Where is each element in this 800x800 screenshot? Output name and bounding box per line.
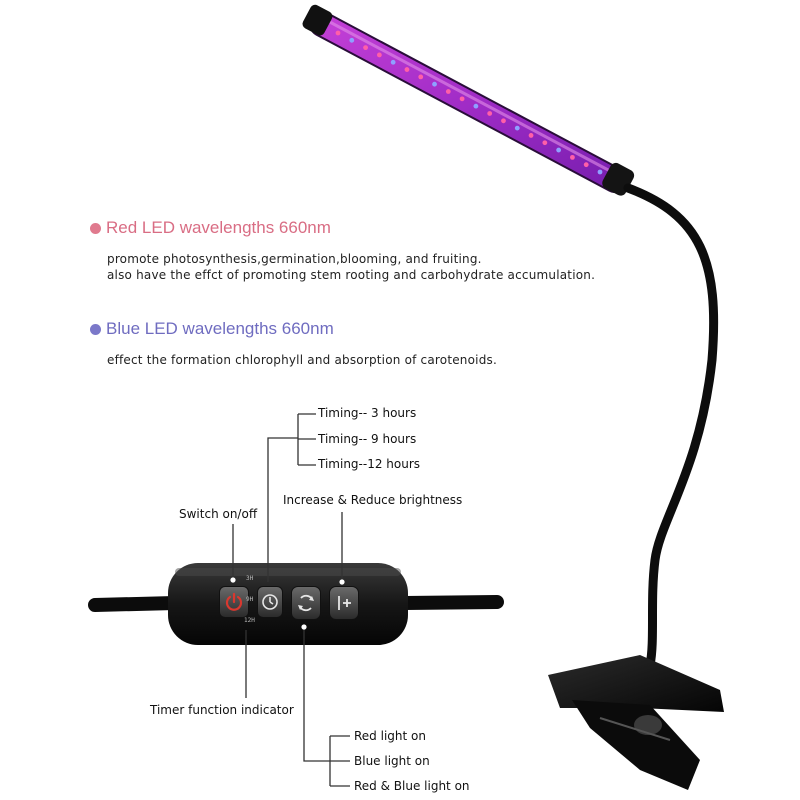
brightness-label: Increase & Reduce brightness bbox=[283, 493, 463, 507]
led-dot bbox=[404, 67, 410, 72]
mode-button[interactable] bbox=[291, 586, 321, 620]
led-dot bbox=[570, 154, 575, 160]
timer-indicator-label: Timer function indicator bbox=[150, 703, 294, 717]
led-dot bbox=[514, 125, 520, 131]
brightness-plus-minus-icon bbox=[338, 596, 351, 610]
led-dot bbox=[556, 147, 562, 153]
switch-label: Switch on/off bbox=[179, 507, 258, 521]
led-dot bbox=[528, 133, 534, 138]
led-dot bbox=[459, 96, 465, 102]
led-dot bbox=[418, 74, 424, 80]
led-dot bbox=[501, 118, 506, 124]
led-tube bbox=[302, 4, 635, 196]
timer-icon bbox=[262, 594, 278, 610]
gooseneck bbox=[623, 183, 719, 670]
leader-lines bbox=[232, 413, 350, 787]
led-dot bbox=[335, 30, 341, 36]
timer-indicator-3h: 3H bbox=[246, 575, 254, 582]
led-dot bbox=[542, 140, 548, 146]
timing-option-9h: Timing-- 9 hours bbox=[318, 432, 417, 446]
blue-led-heading: Blue LED wavelengths 660nm bbox=[106, 319, 334, 338]
mounting-clip bbox=[548, 655, 724, 790]
led-dot bbox=[473, 103, 479, 109]
led-dot bbox=[349, 37, 355, 43]
power-icon bbox=[225, 592, 243, 611]
mode-blue-light: Blue light on bbox=[354, 754, 430, 768]
timing-option-3h: Timing-- 3 hours bbox=[318, 406, 417, 420]
red-led-desc-line1: promote photosynthesis,germination,bloom… bbox=[107, 252, 482, 266]
timer-button[interactable] bbox=[257, 586, 283, 618]
timer-indicator-9h: 9H bbox=[246, 596, 254, 603]
timing-option-12h: Timing--12 hours bbox=[318, 457, 421, 471]
led-dot bbox=[363, 45, 368, 51]
timer-indicator-12h: 12H bbox=[244, 617, 255, 624]
led-dot bbox=[583, 162, 589, 168]
blue-bullet-icon bbox=[90, 324, 101, 335]
led-dot bbox=[597, 169, 603, 175]
red-led-desc-line2: also have the effct of promoting stem ro… bbox=[107, 268, 596, 282]
led-dot bbox=[390, 59, 396, 65]
mode-cycle-icon bbox=[298, 594, 314, 612]
power-button[interactable] bbox=[219, 586, 249, 618]
remote-controller bbox=[168, 563, 408, 645]
mode-red-light: Red light on bbox=[354, 729, 426, 743]
led-dot bbox=[487, 111, 493, 116]
mode-red-blue-light: Red & Blue light on bbox=[354, 779, 470, 793]
led-dot bbox=[376, 52, 382, 58]
red-bullet-icon bbox=[90, 223, 101, 234]
red-led-heading: Red LED wavelengths 660nm bbox=[106, 218, 331, 237]
led-dot bbox=[432, 81, 437, 87]
led-dot bbox=[445, 89, 451, 94]
blue-led-desc-line1: effect the formation chlorophyll and abs… bbox=[107, 353, 497, 367]
brightness-button[interactable] bbox=[329, 586, 359, 620]
